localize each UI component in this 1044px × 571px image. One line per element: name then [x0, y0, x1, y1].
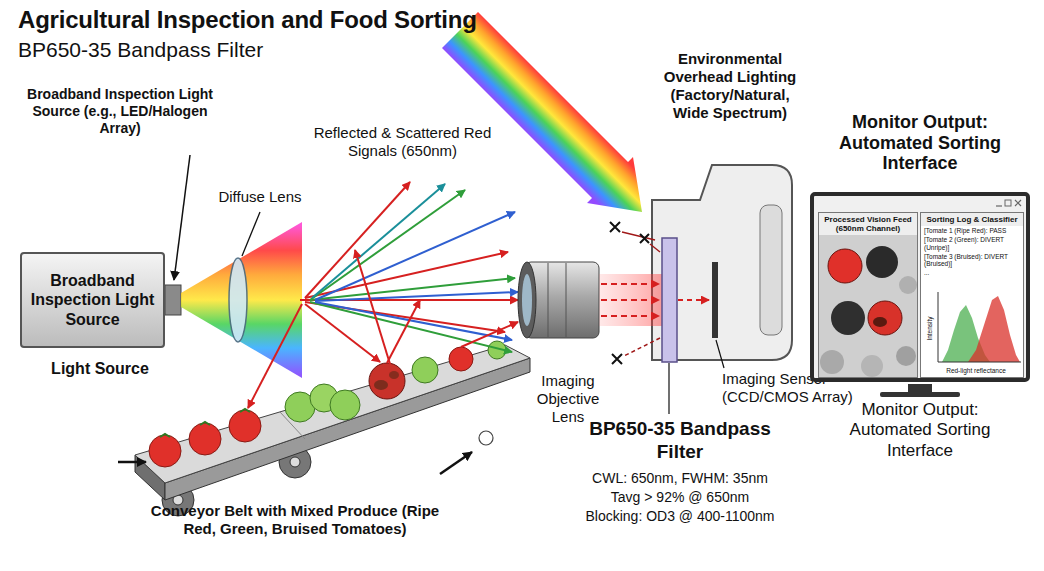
block-mark [610, 222, 620, 232]
lens-ridge [548, 263, 549, 337]
image-sensor [712, 262, 718, 338]
touch-icon [479, 431, 493, 445]
light-source-caption: Light Source [25, 360, 175, 378]
light-source-box: Broadband Inspection Light Source [20, 252, 165, 348]
objective-label: Imaging Objective Lens [520, 372, 616, 426]
blue-ray [315, 292, 518, 301]
diagram-subtitle: BP650-35 Bandpass Filter [18, 38, 438, 62]
ambient-light-label: Environmental Overhead Lighting (Factory… [655, 50, 805, 122]
filter-spec: Blocking: OD3 @ 400-1100nm [560, 508, 800, 524]
feed-object [820, 350, 844, 374]
blocked-ray [650, 244, 660, 252]
red-ray [248, 304, 302, 408]
filter-spec: CWL: 650nm, FWHM: 35nm [560, 470, 800, 486]
red-ray [305, 304, 380, 362]
passband-ray [678, 299, 709, 301]
filter-spec: Tavg > 92% @ 650nm [560, 489, 800, 505]
feed-green-tomato [831, 301, 865, 335]
light-cone [181, 222, 302, 378]
reflected-ray [461, 322, 518, 347]
lens-front [518, 262, 536, 338]
belt-side [165, 358, 530, 500]
window-control [996, 205, 1002, 206]
conveyor-label: Conveyor Belt with Mixed Produce (Ripe R… [150, 502, 440, 538]
green-tomato [412, 357, 438, 383]
log-line: Intensity [926, 309, 933, 349]
ripe-tomato [229, 410, 261, 442]
ripe-tomato [189, 423, 221, 455]
belt-top [135, 345, 530, 483]
monitor-base [880, 392, 960, 397]
panel-title: Sorting Log & Classifier [921, 213, 1023, 226]
feed-bruise [873, 317, 887, 327]
reflected-ray [355, 250, 390, 364]
green-tomato [330, 390, 360, 420]
camera-grip [760, 205, 782, 335]
log-line: [Tomate 3 (Bruised): DIVERT (Bruised)] [921, 252, 1023, 269]
bandpass-filter [662, 238, 677, 362]
light-source-label: Broadband Inspection Light Source (e.g.,… [22, 86, 218, 136]
leader-line [174, 155, 190, 280]
blocked-ray [622, 232, 655, 240]
lens-ridge [566, 263, 567, 337]
ripe-tomato [449, 347, 473, 371]
histogram-axes [938, 292, 1021, 362]
vision-feed-panel: Processed Vision Feed (650nm Channel) [818, 212, 918, 378]
motion-arrow [118, 461, 146, 464]
monitor-caption: Monitor Output: Automated Sorting Interf… [830, 112, 1010, 174]
motion-arrow [440, 452, 472, 474]
block-mark [612, 354, 622, 364]
sorting-log-panel: Sorting Log & Classifier[Tomate 1 (Ripe … [920, 212, 1024, 378]
passband-ray [601, 315, 659, 317]
bruised-tomato [369, 363, 405, 399]
leader-line [242, 212, 260, 256]
tomato-calyx [160, 409, 250, 437]
feed-object [896, 346, 916, 366]
feed-green-tomato [866, 246, 898, 278]
diagram-title: Agricultural Inspection and Food Sorting [18, 6, 477, 34]
light-nozzle [165, 285, 181, 315]
lens-glass [522, 274, 532, 326]
monitor-caption: Monitor Output: Automated Sorting Interf… [830, 400, 1010, 461]
green-distribution [942, 305, 990, 362]
bruise-spot [389, 371, 399, 379]
feed-object [861, 355, 883, 377]
log-line: ... [921, 268, 1023, 277]
bruise-spot [374, 380, 388, 390]
leader-line [668, 363, 669, 414]
block-mark [640, 234, 649, 243]
passband-ray [601, 299, 659, 301]
feed-object [899, 276, 917, 294]
roller-axle [290, 457, 300, 467]
log-line: Red-light reflectance [929, 367, 1023, 374]
window-control [1015, 200, 1021, 206]
monitor-screen: Monitor Output: Automated Sorting Interf… [810, 192, 1030, 382]
green-ray [310, 302, 512, 352]
window-control [1005, 200, 1011, 206]
ripe-tomato [149, 435, 181, 467]
leader-line [716, 340, 724, 368]
box-text: Broadband Inspection Light Source [22, 271, 163, 329]
filter-name: BP650-35 Bandpass Filter [580, 418, 780, 464]
panel-title: Processed Vision Feed (650nm Channel) [819, 213, 917, 235]
log-line: [Tomate 1 (Ripe Red): PASS [921, 226, 1023, 235]
overhead-light-arrow [442, 12, 642, 212]
feed-bruised-tomato [868, 301, 902, 335]
teal-ray [312, 184, 445, 298]
log-line: [Tomate 2 (Green): DIVERT (Unripe)] [921, 235, 1023, 252]
red-distribution [968, 296, 1020, 362]
diffuse-lens [229, 258, 247, 342]
signal-label: Reflected & Scattered Red Signals (650nm… [300, 124, 505, 160]
passband-ray [601, 283, 659, 285]
blue-ray [315, 212, 515, 300]
lens-label: Diffuse Lens [205, 188, 315, 205]
light-rays [248, 182, 518, 408]
feed-ripe-tomato [828, 249, 862, 283]
blocked-ray [624, 338, 660, 356]
reflected-ray [387, 300, 420, 363]
filtered-beam [599, 274, 663, 326]
